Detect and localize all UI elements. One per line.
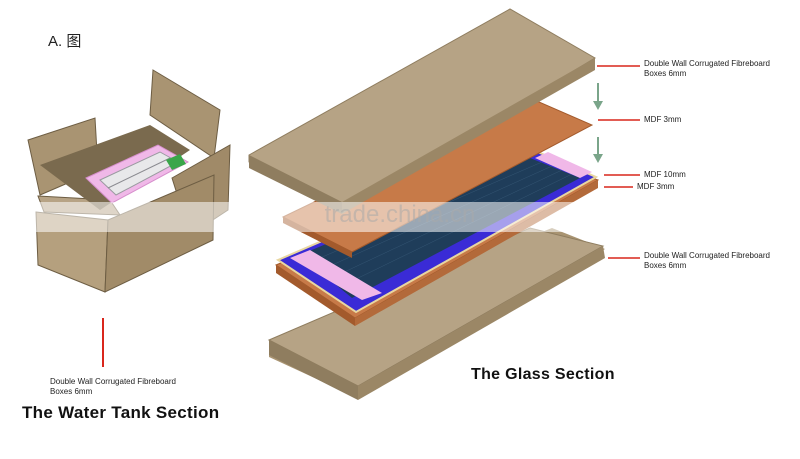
arrow-down-icon	[593, 137, 603, 163]
label-tank-board-line1: Double Wall Corrugated Fibreboard	[50, 377, 176, 386]
label-tank-board-line2: Boxes 6mm	[50, 387, 93, 396]
top-board	[248, 8, 596, 214]
label-top-board: Double Wall Corrugated Fibreboard Boxes …	[644, 59, 770, 79]
label-mdf-top: MDF 3mm	[644, 115, 682, 124]
pink-strip-right	[535, 152, 592, 178]
label-top-board-line2: Boxes 6mm	[644, 69, 687, 78]
label-bottom-board-line2: Boxes 6mm	[644, 261, 687, 270]
label-bottom-board-line1: Double Wall Corrugated Fibreboard	[644, 251, 770, 260]
label-mdf-low: MDF 3mm	[637, 182, 675, 191]
label-tank-board: Double Wall Corrugated Fibreboard Boxes …	[50, 377, 176, 397]
mdf-low-edge	[276, 265, 355, 326]
watermark: trade.china.cn	[324, 201, 476, 228]
label-bottom-board: Double Wall Corrugated Fibreboard Boxes …	[644, 251, 770, 271]
tank-green-fitting	[166, 154, 186, 170]
arrow-down-icon	[593, 83, 603, 110]
pink-strip-left	[290, 250, 382, 300]
water-tank-box	[27, 69, 231, 293]
bottom-board	[267, 227, 605, 400]
corner-label: A. 图	[48, 33, 82, 50]
water-tank-section-title: The Water Tank Section	[22, 403, 220, 422]
glass-section-title: The Glass Section	[471, 366, 615, 383]
label-mdf-mid: MDF 10mm	[644, 170, 686, 179]
watermark-band	[0, 202, 800, 232]
label-top-board-line1: Double Wall Corrugated Fibreboard	[644, 59, 770, 68]
